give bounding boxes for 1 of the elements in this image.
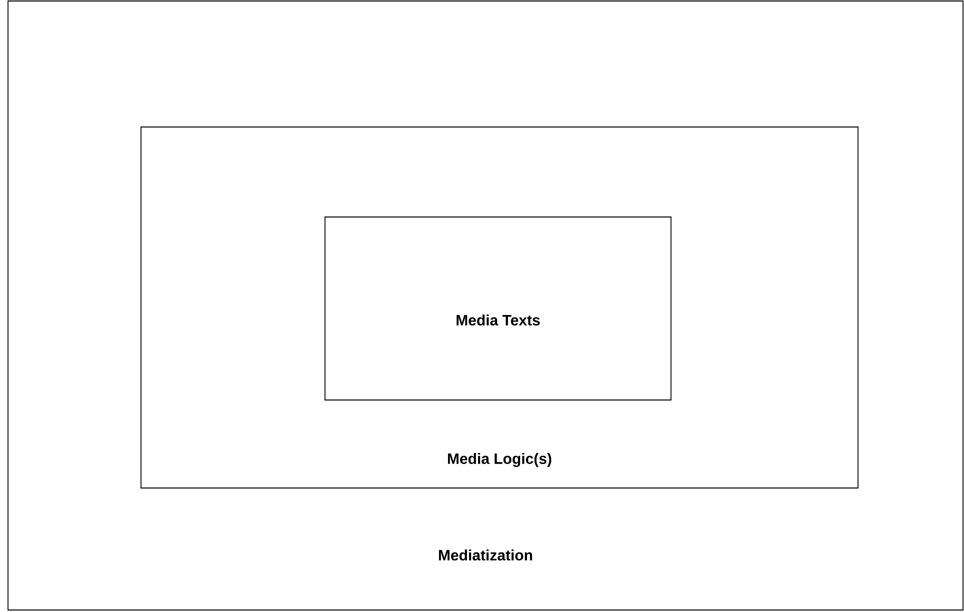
inner-box: Media Texts	[324, 216, 672, 400]
